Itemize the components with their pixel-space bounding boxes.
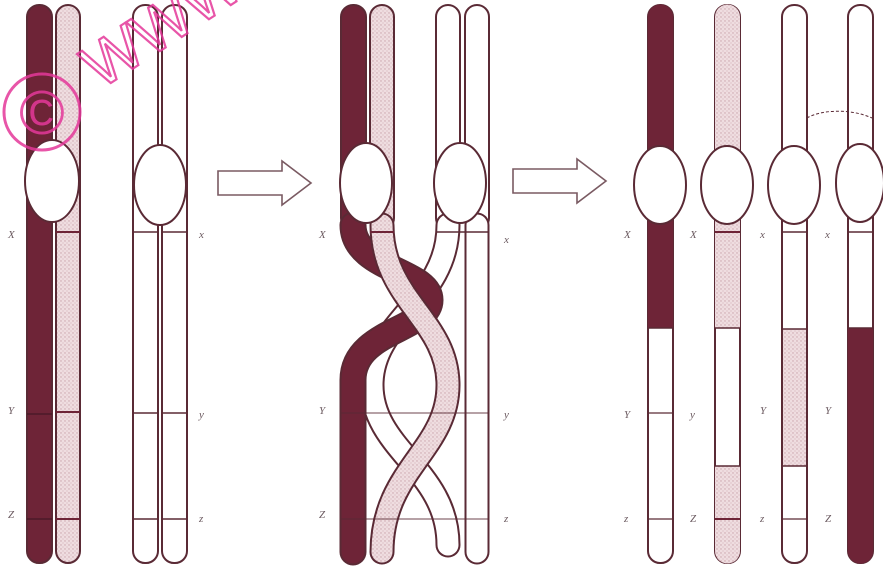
- label-z-c: z: [759, 513, 765, 525]
- label-x-c: x: [759, 229, 765, 241]
- label-x-right: x: [198, 229, 204, 241]
- label-y-a: Y: [624, 409, 632, 421]
- panel-crossing-over: X Y Z x y z: [318, 5, 509, 552]
- chromatid-white-1a: [133, 5, 158, 563]
- label-x-a: X: [623, 229, 632, 241]
- label-y-d: Y: [825, 405, 833, 417]
- centromere-8: [836, 144, 883, 222]
- centromere-3: [340, 143, 392, 223]
- right-arrow-icon: [513, 159, 606, 203]
- centromere-5: [634, 146, 686, 224]
- right-arrow-icon: [218, 161, 311, 205]
- watermark-text: WWW.SV: [70, 0, 336, 102]
- label-y-b: y: [689, 409, 695, 421]
- chromatid-recombinant-b: [715, 5, 740, 564]
- label-z-right: z: [198, 513, 204, 525]
- chromatid-recombinant-c: [782, 5, 807, 563]
- label-z-d: Z: [825, 513, 832, 525]
- label-y-right-2: y: [503, 409, 509, 421]
- label-y-c: Y: [760, 405, 768, 417]
- chromatid-recombinant-a: [648, 5, 673, 564]
- label-x-d: x: [824, 229, 830, 241]
- chromatid-recombinant-d: [848, 5, 873, 564]
- centromere-4: [434, 143, 486, 223]
- centromere-7: [768, 146, 820, 224]
- label-x-right-2: x: [503, 234, 509, 246]
- label-x-left-2: X: [318, 229, 327, 241]
- centromere-2: [134, 145, 186, 225]
- label-z-left: Z: [8, 509, 15, 521]
- label-z-a: z: [623, 513, 629, 525]
- centromere-6: [701, 146, 753, 224]
- label-y-left-2: Y: [319, 405, 327, 417]
- label-z-right-2: z: [503, 513, 509, 525]
- label-y-left: Y: [8, 405, 16, 417]
- chromatid-white-1b: [162, 5, 187, 563]
- label-x-b: X: [689, 229, 698, 241]
- panel-recombinant-chromatids: X X x x Y y Y Y z Z z Z: [623, 5, 883, 564]
- copyright-symbol: ©: [19, 79, 65, 148]
- label-z-b: Z: [690, 513, 697, 525]
- label-y-right: y: [198, 409, 204, 421]
- label-x-left: X: [7, 229, 16, 241]
- centromere-1: [25, 140, 79, 222]
- label-z-left-2: Z: [319, 509, 326, 521]
